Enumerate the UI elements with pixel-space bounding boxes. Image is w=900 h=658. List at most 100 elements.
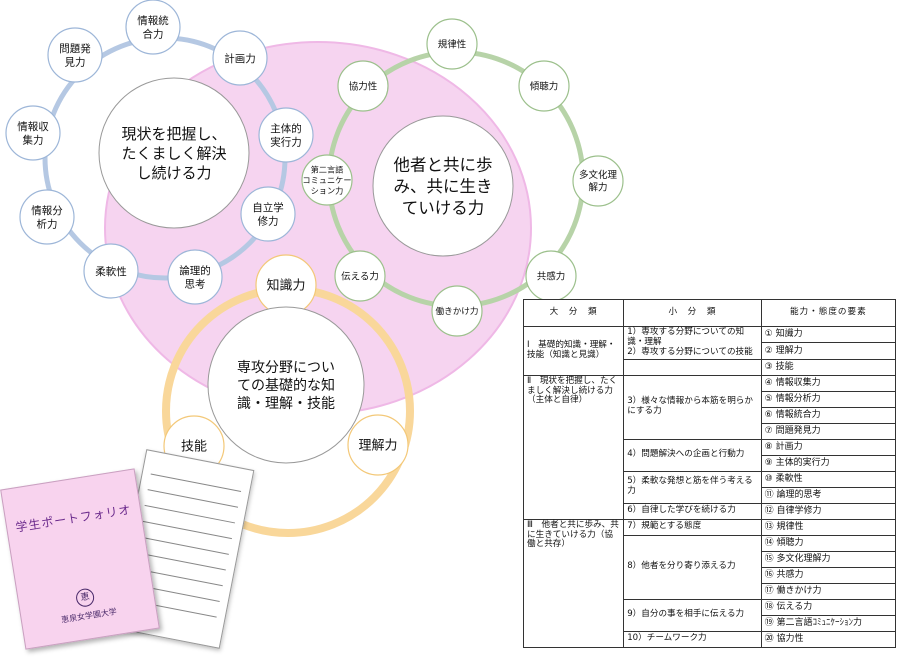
left-center-circle — [98, 77, 250, 229]
left-node-label: 自立学修力 — [252, 201, 284, 228]
left-node-label-line: 柔軟性 — [95, 265, 127, 278]
element-cell: ⑭ 傾聴力 — [760, 534, 897, 552]
element-cell: ③ 技能 — [760, 358, 897, 376]
category-cell: Ⅲ 他者と共に歩み、共に生きていける力（協働と共存） — [522, 518, 625, 648]
left-node-label: 計画力 — [224, 52, 256, 65]
element-cell: ⑯ 共感力 — [760, 566, 897, 584]
left-node-circle — [83, 243, 139, 299]
left-node: 情報分析力 — [19, 189, 75, 245]
left-node-label: 主体的実行力 — [270, 122, 302, 149]
left-node: 主体的実行力 — [258, 107, 314, 163]
element-cell: ② 理解力 — [760, 342, 897, 360]
right-node-label: 傾聴力 — [530, 80, 559, 92]
left-node: 自立学修力 — [240, 186, 296, 242]
table-header-row: 大 分 類 小 分 類 能力・態度の要素 — [522, 299, 897, 327]
left-node-label-line: 修力 — [258, 215, 279, 228]
left-node-circle — [125, 0, 181, 55]
subcategory-cell: 6）自律した学びを続ける力 — [623, 502, 762, 520]
element-cell: ⑨ 主体的実行力 — [760, 454, 897, 472]
subcategory-cell: 9）自分の事を相手に伝える力 — [623, 598, 762, 632]
left-node-circle — [167, 249, 223, 305]
left-node: 計画力 — [212, 30, 268, 86]
right-node-circle — [572, 155, 624, 207]
element-cell: ⑲ 第二言語ｺﾐｭﾆｹｰｼｮﾝ力 — [760, 614, 897, 632]
bottom-node: 知識力 — [255, 254, 317, 316]
left-node-label: 柔軟性 — [95, 265, 127, 278]
subcategory-cell: 7）規範とする態度 — [623, 518, 762, 536]
category-cell: Ⅰ 基礎的知識・理解・技能（知識と見識） — [522, 326, 625, 376]
left-node-label: 論理的思考 — [179, 264, 211, 291]
table-row: Ⅲ 他者と共に歩み、共に生きていける力（協働と共存） 7）規範とする態度 ⑬ 規… — [522, 518, 897, 648]
left-center-label-line: 現状を把握し、 — [121, 125, 226, 143]
bottom-node-label: 理解力 — [358, 439, 397, 454]
left-node-label-line: 合力 — [143, 28, 164, 41]
right-node-circle — [431, 285, 483, 337]
right-node-label: 多文化理解力 — [579, 169, 618, 193]
right-node-circle — [518, 60, 570, 112]
bottom-node-label-line: 知識力 — [266, 278, 305, 294]
right-center-label-line: み、共に生き — [394, 177, 493, 196]
bottom-node-label: 知識力 — [266, 278, 305, 294]
element-cell: ④ 情報収集力 — [760, 374, 897, 392]
left-node: 情報収集力 — [5, 105, 61, 161]
right-center-circle — [372, 115, 514, 257]
element-cell: ⑳ 協力性 — [760, 630, 897, 648]
left-node-label-line: 主体的 — [270, 122, 302, 135]
bottom-center-circle — [207, 306, 365, 464]
right-node-label-line: 協力性 — [349, 80, 378, 92]
right-node-label-line: 解力 — [588, 182, 607, 194]
left-node: 情報統合力 — [125, 0, 181, 55]
bottom-center-label-line: ての基礎的な知 — [237, 377, 335, 394]
left-center-label-line: たくましく解決 — [121, 144, 226, 162]
right-node-label: 協力性 — [349, 80, 378, 92]
right-center-label-line: 他者と共に歩 — [394, 155, 493, 174]
left-node-circle — [19, 189, 75, 245]
left-node-circle — [258, 107, 314, 163]
left-node-label-line: 自立学 — [252, 201, 284, 214]
left-node-label-line: 思考 — [185, 279, 206, 291]
right-node-label: 共感力 — [537, 270, 566, 282]
bottom-center-label-line: 識・理解・技能 — [237, 396, 335, 412]
right-node: 共感力 — [525, 250, 577, 302]
element-cell: ⑧ 計画力 — [760, 438, 897, 456]
right-node-label-line: 伝える力 — [341, 270, 379, 282]
table-row: 10）チームワーク力 ⑳ 協力性 — [524, 630, 897, 648]
left-node-circle — [47, 27, 103, 83]
bottom-node-label-line: 技能 — [181, 440, 207, 455]
right-node-label-line: 規律性 — [438, 38, 467, 50]
element-cell: ⑪ 論理的思考 — [760, 486, 897, 504]
bottom-center-label: 専攻分野についての基礎的な知識・理解・技能 — [237, 360, 335, 412]
right-node: 伝える力 — [334, 250, 386, 302]
portfolio-booklet: 学生ポートフォリオ 恵 恵泉女学園大学 — [0, 468, 160, 650]
subcategory-cell: 5）柔軟な発想と筋を伴う考える力 — [623, 470, 762, 504]
header-minor: 小 分 類 — [623, 299, 762, 327]
left-node-label-line: 集力 — [23, 134, 44, 147]
subcategory-cell: 3）様々な情報から本筋を明らかにする力 — [623, 374, 762, 440]
element-cell: ⑮ 多文化理解力 — [760, 550, 897, 568]
right-node-label-line: 働きかけ力 — [436, 305, 479, 317]
right-node-label-line: 多文化理 — [579, 169, 618, 181]
ability-table: 大 分 類 小 分 類 能力・態度の要素 Ⅰ 基礎的知識・理解・技能（知識と見識… — [522, 299, 897, 648]
bottom-node-circle — [347, 414, 409, 476]
subcategory-cell — [623, 358, 762, 376]
element-cell: ⑰ 働きかけ力 — [760, 582, 897, 600]
university-seal-icon: 恵 — [74, 587, 96, 608]
left-node-label-line: 論理的 — [179, 264, 211, 277]
right-node: 働きかけ力 — [431, 285, 483, 337]
table-row: 4）問題解決への企画と行動力 ⑧ 計画力 — [524, 438, 897, 472]
table-row: Ⅰ 基礎的知識・理解・技能（知識と見識） 1）専攻する分野についての知識・理解 … — [522, 325, 897, 376]
left-node-label: 問題発見力 — [59, 42, 91, 69]
right-node-label-line: 傾聴力 — [530, 80, 559, 92]
left-node: 論理的思考 — [167, 249, 223, 305]
left-node-circle — [240, 186, 296, 242]
table-row: 8）他者を分り寄り添える力 ⑭ 傾聴力 — [524, 534, 897, 600]
right-node-label: 第二言語コミュニケーション力 — [302, 164, 351, 195]
left-node-label: 情報収集力 — [17, 120, 49, 147]
right-node: 第二言語コミュニケーション力 — [301, 154, 353, 206]
bottom-node-label: 技能 — [181, 440, 207, 455]
subcategory-text: 2）専攻する分野についての技能 — [627, 346, 753, 357]
left-node-label: 情報統合力 — [137, 14, 169, 41]
right-node: 規律性 — [426, 18, 478, 70]
left-node-label-line: 実行力 — [270, 136, 302, 149]
